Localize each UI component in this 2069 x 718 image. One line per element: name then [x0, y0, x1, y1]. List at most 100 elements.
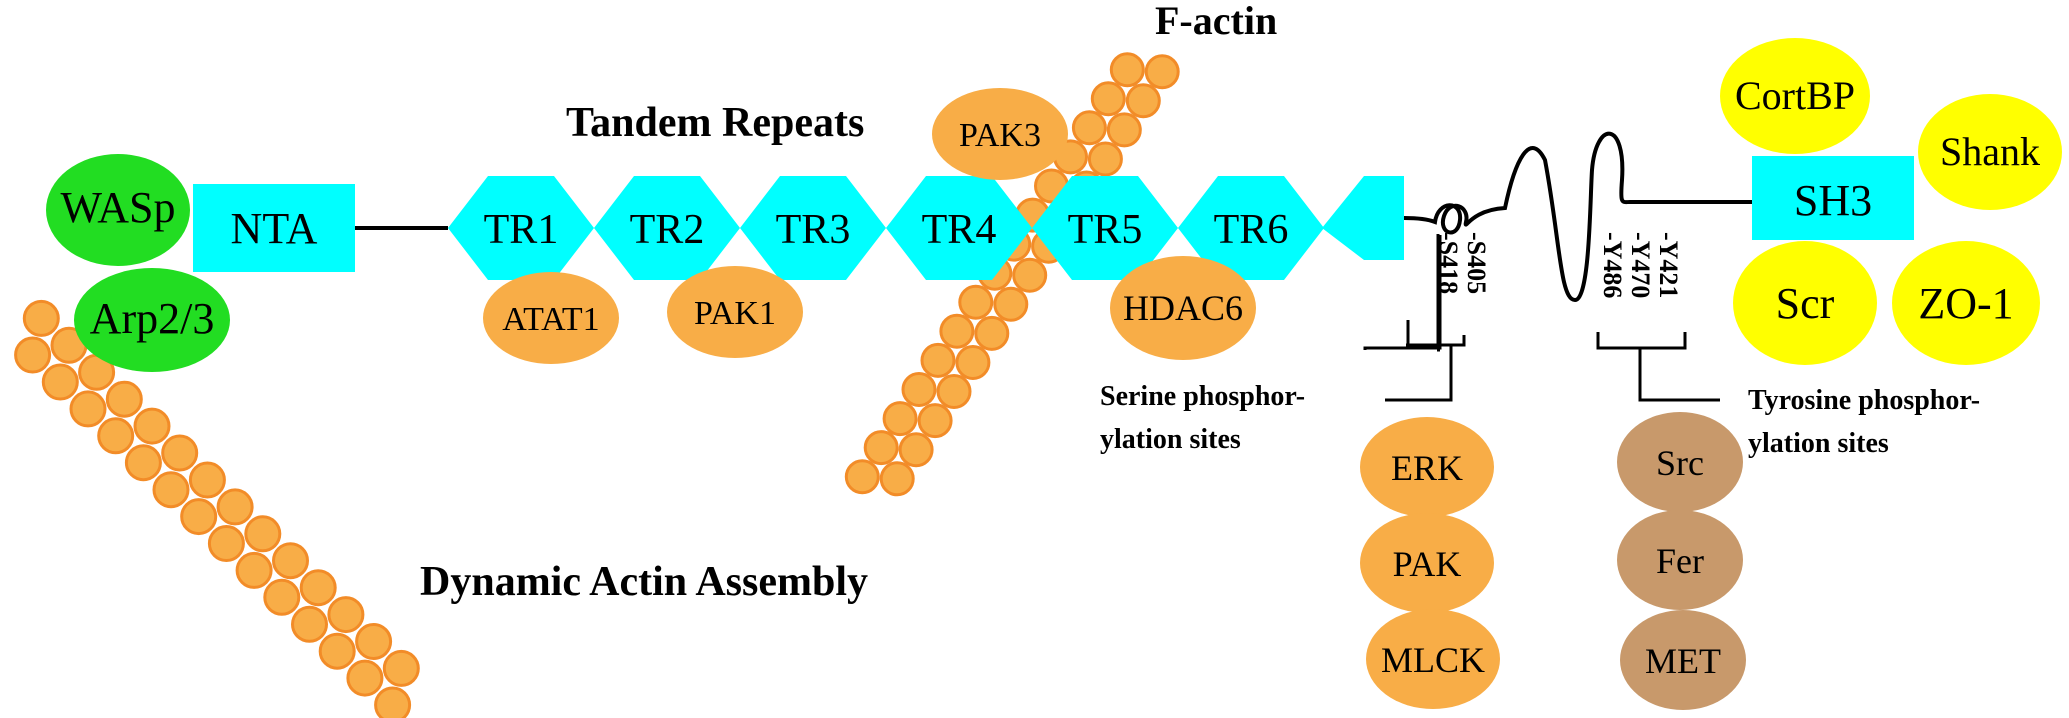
actin-left-bead: [318, 632, 356, 670]
actin-left-bead: [355, 623, 393, 660]
atat1-label: ATAT1: [502, 301, 599, 338]
actin-left-bead: [69, 390, 107, 428]
site-y470: -Y470: [1626, 232, 1655, 298]
shank-node: [1918, 94, 2062, 210]
arp23-node: [74, 268, 230, 372]
site-y421: -Y421: [1654, 232, 1683, 298]
tyrosine-sites-line1: Tyrosine phosphor-: [1748, 385, 1980, 416]
actin-left-bead: [291, 605, 328, 643]
sh3-domain: [1752, 156, 1914, 240]
atat1-node: [483, 272, 619, 364]
actin-mid-bead: [974, 315, 1010, 351]
wasp-label: WASp: [61, 183, 176, 232]
repeat-tr5: [1032, 176, 1178, 280]
actin-mid-bead: [958, 284, 994, 320]
serine-sites-line2: ylation sites: [1100, 424, 1241, 455]
scr-label: Scr: [1776, 279, 1835, 328]
actin-left-bead: [14, 336, 52, 374]
actin-left-bead: [272, 542, 309, 580]
nta-label: NTA: [231, 204, 318, 253]
actin-left-bead: [346, 659, 384, 697]
met-node: [1620, 610, 1746, 710]
hdac6-label: HDAC6: [1123, 288, 1243, 328]
actin-mid-bead: [1144, 54, 1180, 90]
scr-node: [1733, 241, 1877, 365]
actin-left-bead: [124, 444, 162, 482]
actin-mid-bead: [844, 459, 880, 495]
fer-node: [1617, 510, 1743, 610]
fer-label: Fer: [1656, 541, 1704, 581]
actin-mid-bead: [879, 461, 915, 497]
actin-mid-bead: [1125, 83, 1161, 119]
actin-left-bead: [207, 525, 245, 562]
sh3-label: SH3: [1794, 176, 1872, 225]
mlck-label: MLCK: [1381, 640, 1485, 680]
actin-left-bead: [235, 551, 273, 589]
tyrosine-bracket: [1596, 332, 1720, 402]
repeat-label-tr3: TR3: [776, 207, 851, 253]
repeat-label-tr2: TR2: [630, 207, 705, 253]
serine-sites-line1: Serine phosphor-: [1100, 381, 1305, 412]
actin-mid-bead: [1087, 141, 1123, 177]
actin-mid-bead: [901, 372, 937, 407]
dynamic-actin-title: Dynamic Actin Assembly: [420, 559, 868, 605]
site-s405: -S405: [1462, 232, 1491, 294]
repeat-label-tr1: TR1: [484, 207, 559, 253]
pak3-node: [932, 88, 1068, 180]
tyrosine-sites-line2: ylation sites: [1748, 428, 1889, 459]
actin-left-bead: [105, 380, 143, 418]
actin-mid-bead: [955, 345, 991, 380]
actin-mid-bead: [939, 313, 975, 349]
repeat-tr6: [1178, 176, 1324, 280]
pak-label: PAK: [1393, 544, 1462, 584]
actin-mid-bead: [1071, 110, 1107, 146]
repeat-label-tr5: TR5: [1068, 207, 1143, 253]
actin-mid-bead: [993, 286, 1029, 322]
serine-bracket-b: [1406, 234, 1440, 347]
repeat-tr1: [448, 176, 594, 280]
erk-label: ERK: [1391, 448, 1463, 488]
actin-mid-bead: [882, 401, 918, 437]
pak1-label: PAK1: [694, 295, 776, 332]
repeat-tr3: [740, 176, 886, 280]
actin-left-bead: [244, 515, 282, 553]
actin-mid-bead: [1109, 52, 1145, 88]
f-actin-title: F-actin: [1155, 0, 1277, 43]
partial-repeat: [1322, 176, 1404, 260]
pak1-node: [667, 266, 803, 358]
actin-mid-bead: [936, 374, 972, 409]
src-label: Src: [1656, 443, 1704, 483]
mlck-node: [1366, 609, 1500, 709]
arp23-label: Arp2/3: [90, 294, 215, 343]
actin-filament-left: [14, 299, 420, 718]
erk-node: [1360, 417, 1494, 517]
actin-left-bead: [41, 363, 79, 401]
site-s418: -S418: [1434, 232, 1463, 294]
actin-mid-bead: [1012, 257, 1048, 293]
hdac6-node: [1110, 256, 1256, 360]
cortbp-node: [1720, 38, 1870, 154]
actin-mid-bead: [920, 342, 956, 378]
actin-left-bead: [263, 578, 301, 616]
actin-left-bead: [133, 407, 171, 445]
actin-left-bead: [152, 471, 190, 509]
src-node: [1617, 412, 1743, 512]
actin-left-bead: [97, 417, 135, 455]
cortbp-label: CortBP: [1735, 73, 1855, 118]
actin-left-bead: [374, 686, 412, 718]
actin-left-bead: [161, 434, 199, 472]
tandem-repeats-title: Tandem Repeats: [566, 100, 864, 146]
actin-left-bead: [188, 461, 226, 499]
actin-mid-bead: [1090, 81, 1126, 117]
actin-left-bead: [299, 569, 337, 607]
serine-bracket: [1363, 235, 1442, 352]
shank-label: Shank: [1940, 129, 2040, 174]
site-y486: -Y486: [1598, 232, 1627, 298]
pak-node: [1360, 513, 1494, 613]
repeat-tr4: [886, 176, 1032, 280]
actin-left-bead: [180, 498, 218, 536]
actin-left-bead: [327, 596, 365, 634]
zo1-node: [1892, 241, 2040, 365]
pak3-label: PAK3: [959, 117, 1041, 154]
